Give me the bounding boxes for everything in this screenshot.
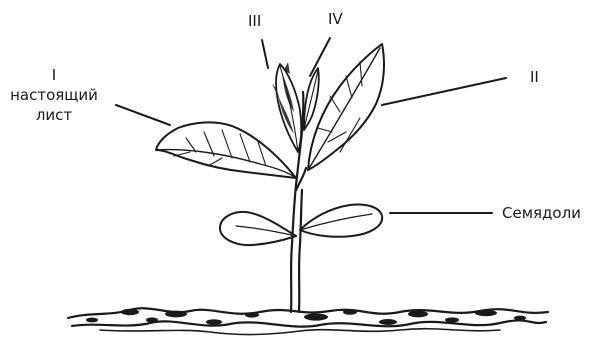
label-leaf-1-numeral: I (5, 66, 103, 84)
label-leaf-1-line1: настоящий (5, 86, 103, 104)
cotyledon-left (220, 212, 296, 245)
leader-lines (116, 38, 506, 213)
label-leaf-2-numeral: II (530, 68, 539, 86)
leader-line-leaf-3 (262, 40, 268, 68)
leader-line-leaf-1 (116, 105, 170, 125)
young-leaf-4 (304, 68, 319, 130)
label-cotyledons: Семядоли (502, 204, 581, 222)
label-leaf-4-numeral: IV (328, 10, 343, 28)
true-leaf-left (156, 122, 296, 178)
cotyledon-right (300, 204, 382, 236)
leader-line-leaf-2 (382, 78, 506, 105)
label-leaf-1-line2: лист (5, 106, 103, 124)
young-leaf-3 (276, 64, 301, 152)
label-leaf-3-numeral: III (248, 12, 261, 30)
true-leaf-right (308, 44, 384, 170)
label-leaf-1-group: I настоящий лист (5, 66, 103, 124)
leader-line-leaf-4 (310, 38, 330, 76)
